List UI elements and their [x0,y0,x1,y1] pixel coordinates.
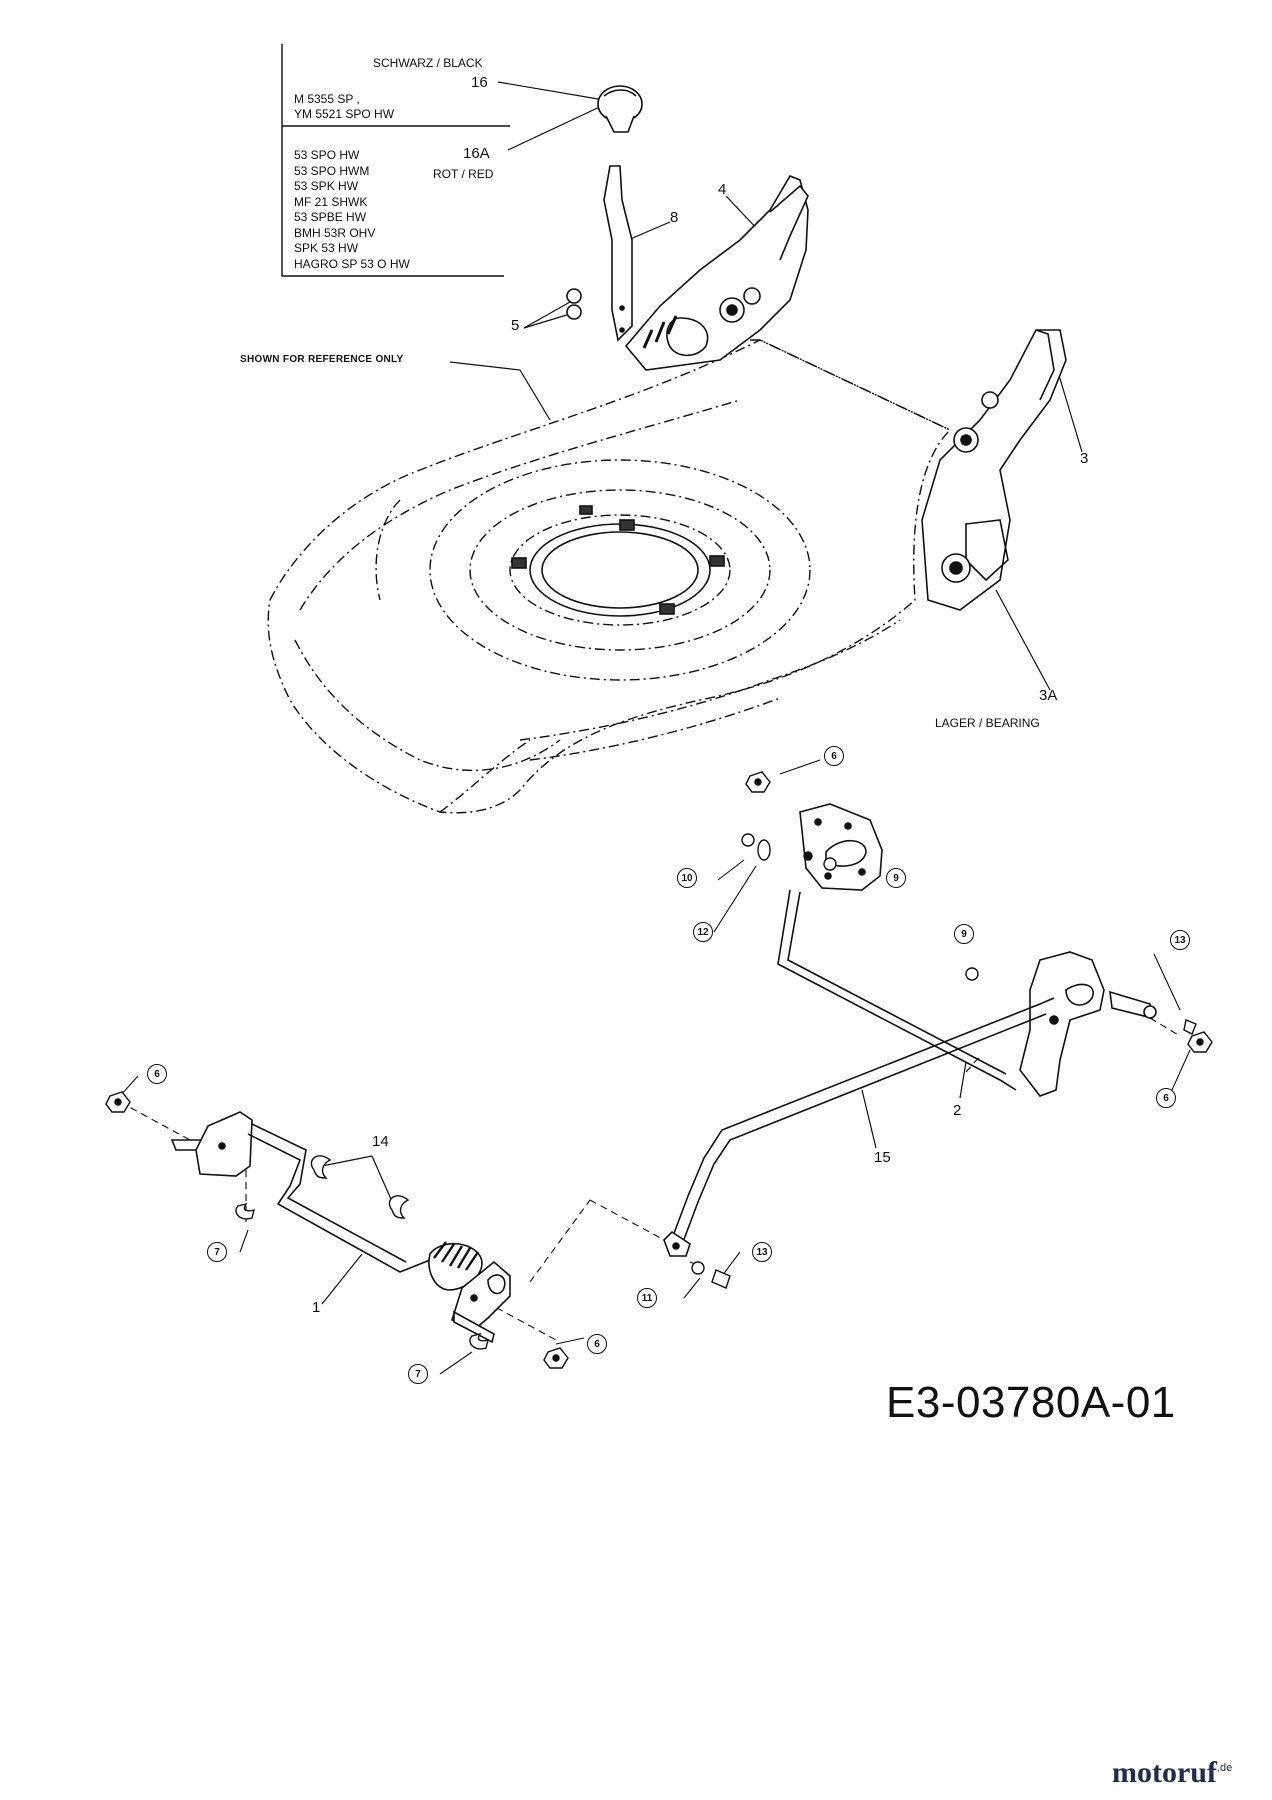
callout-14: 14 [372,1133,389,1150]
leader-lines [321,81,1083,1305]
reference-only-label: SHOWN FOR REFERENCE ONLY [240,354,404,365]
legend-box-lines [281,44,510,277]
callout-5: 5 [511,317,520,334]
legend-model-10: HAGRO SP 53 O HW [294,257,410,271]
legend-model-3: 53 SPO HW [294,148,360,162]
circled-11: 11 [637,1288,657,1308]
legend-model-6: MF 21 SHWK [294,195,368,209]
lever-bracket-lower [451,1260,511,1344]
watermark-tld: .de [1216,1762,1233,1774]
circled-9-upper: 9 [886,868,906,888]
legend-model-4: 53 SPO HWM [294,164,370,178]
deck-center-ring [511,505,725,617]
legend-model-9: SPK 53 HW [294,241,359,255]
callout-1: 1 [312,1299,321,1316]
callout-15: 15 [874,1149,891,1166]
legend-model-7: 53 SPBE HW [294,210,367,224]
axle-bracket-upper [799,803,883,891]
callout-3a: 3A [1039,687,1058,704]
legend-part-16a: 16A [463,145,490,162]
circled-10: 10 [677,868,697,888]
callout-3: 3 [1080,450,1089,467]
legend-black-label: SCHWARZ / BLACK [373,56,483,70]
height-adjuster-rear [921,329,1067,611]
legend-red-label: ROT / RED [433,167,494,181]
bearing-label: LAGER / BEARING [935,716,1040,730]
height-adjuster-front [624,175,809,371]
circled-6-lower: 6 [587,1334,607,1354]
legend-part-16: 16 [471,74,488,91]
circled-12: 12 [693,922,713,942]
watermark-logo: motoruf.de [1112,1756,1232,1790]
callout-2: 2 [953,1102,962,1119]
circled-13-lower: 13 [752,1242,772,1262]
circled-9-mid: 9 [954,924,974,944]
legend-model-2: YM 5521 SPO HW [294,107,395,121]
shift-lever [566,85,643,342]
callout-8: 8 [670,209,679,226]
circled-6-topleft: 6 [147,1064,167,1084]
legend-model-5: 53 SPK HW [294,179,359,193]
legend-model-1: M 5355 SP , [294,92,360,106]
circled-13-right: 13 [1170,930,1190,950]
mower-deck-reference [267,339,952,814]
circled-7-upper: 7 [207,1242,227,1262]
legend-model-8: BMH 53R OHV [294,226,376,240]
link-rod [663,997,1055,1257]
axle-bracket-right [1019,951,1157,1097]
circled-7-lower: 7 [408,1364,428,1384]
circled-6-deck: 6 [824,746,844,766]
circled-6-right: 6 [1156,1088,1176,1108]
dashed-assembly-lines [119,849,1181,1341]
hardware [105,771,1213,1369]
actuating-rod [247,1123,483,1291]
drawing-code: E3-03780A-01 [886,1378,1176,1427]
watermark-brand: motoruf [1112,1756,1217,1789]
callout-4: 4 [718,181,727,198]
rear-axle-rod [777,889,1017,1091]
pin-left [170,1111,253,1177]
